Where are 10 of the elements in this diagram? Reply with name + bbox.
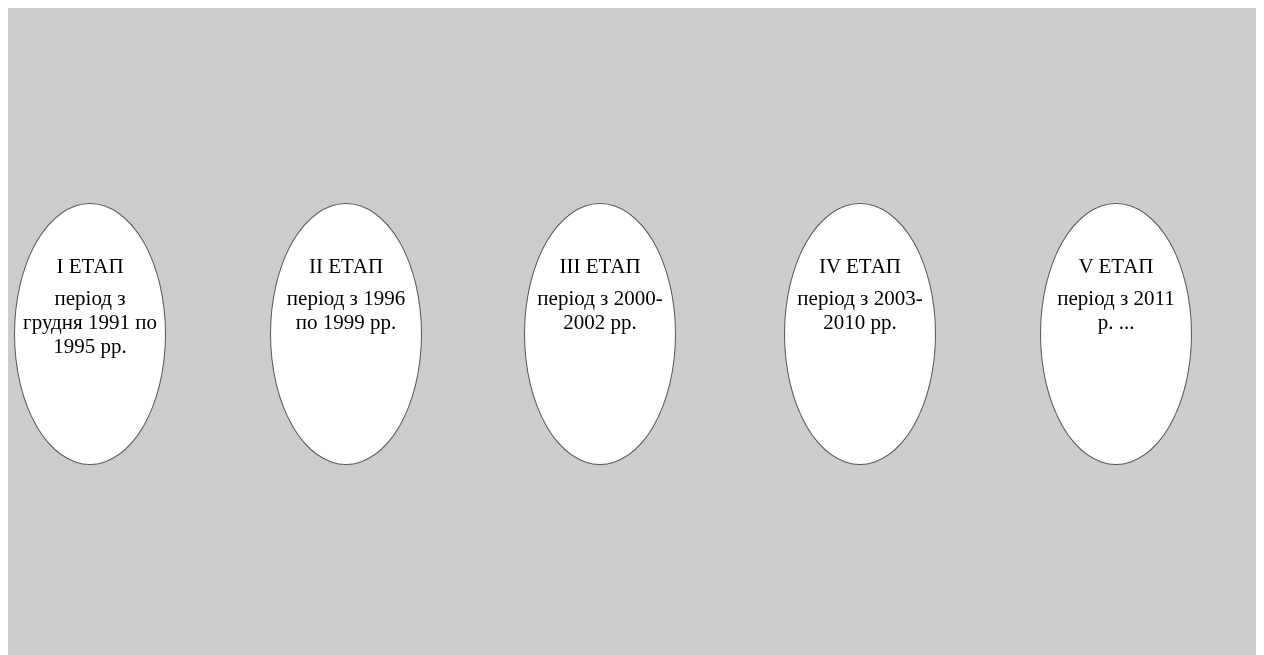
stage-period: період з 2011 р. ... [1056,286,1176,334]
stage-heading: IV ЕТАП [819,254,901,278]
stage-heading: II ЕТАП [308,254,384,278]
stage-heading: V ЕТАП [1078,254,1154,278]
stage-period: період з 2000-2002 рр. [536,286,664,334]
stage-heading: I ЕТАП [56,254,124,278]
stage-period: період з 1996 по 1999 рр. [285,286,407,334]
stage-period: період з 2003-2010 рр. [796,286,924,334]
stage-period: період з грудня 1991 по 1995 рр. [23,286,157,358]
stage-heading: III ЕТАП [559,254,641,278]
